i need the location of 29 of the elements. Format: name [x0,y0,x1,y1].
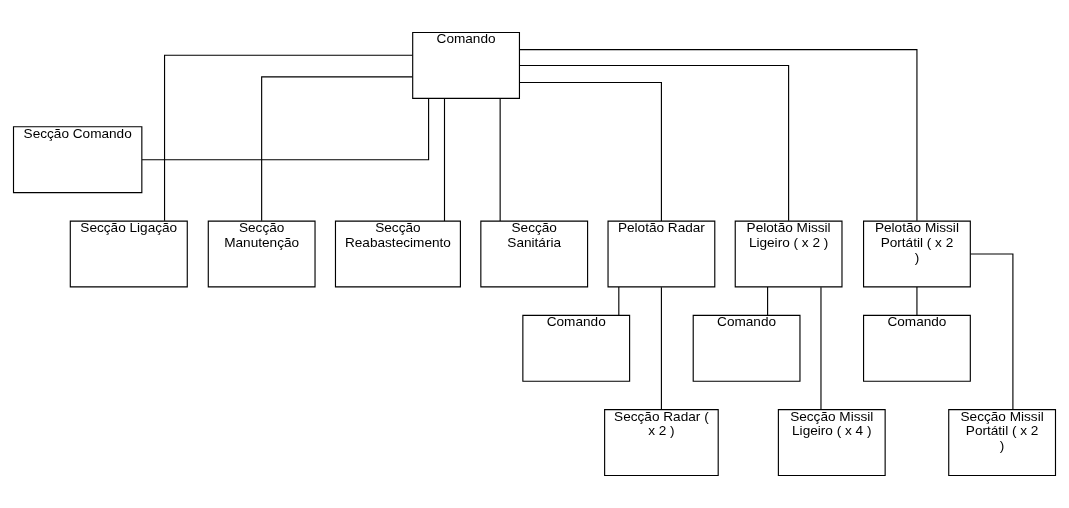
node-box: Secção Ligação [69,220,188,288]
node-box: Comando [412,31,521,99]
node-box: Secção Missil Ligeiro ( x 4 ) [777,409,886,477]
connector [820,286,822,411]
connector [519,49,918,222]
node-box: Secção Reabastecimento [334,220,461,288]
node-box: Secção Radar ( x 2 ) [604,409,719,477]
connector [261,76,413,222]
node-box: Comando [692,314,801,382]
connector [499,98,501,222]
connector [519,81,662,222]
node-box: Comando [863,314,971,382]
connector [916,286,918,316]
connector [969,253,1014,410]
node-box: Pelotão Radar [607,220,716,288]
node-box: Secção Manutenção [207,220,316,288]
node-box: Secção Comando [12,126,143,194]
connector [660,286,662,411]
node-box: Secção Missil Portátil ( x 2 ) [948,409,1057,477]
connector [767,286,769,316]
connector [164,54,414,222]
node-box: Comando [522,314,631,382]
node-box: Pelotão Missil Ligeiro ( x 2 ) [734,220,843,288]
connector [618,286,620,316]
node-box: Secção Sanitária [480,220,589,288]
connector [443,98,446,222]
node-box: Pelotão Missil Portátil ( x 2 ) [863,220,971,288]
connector [141,97,430,161]
connector [519,64,790,222]
